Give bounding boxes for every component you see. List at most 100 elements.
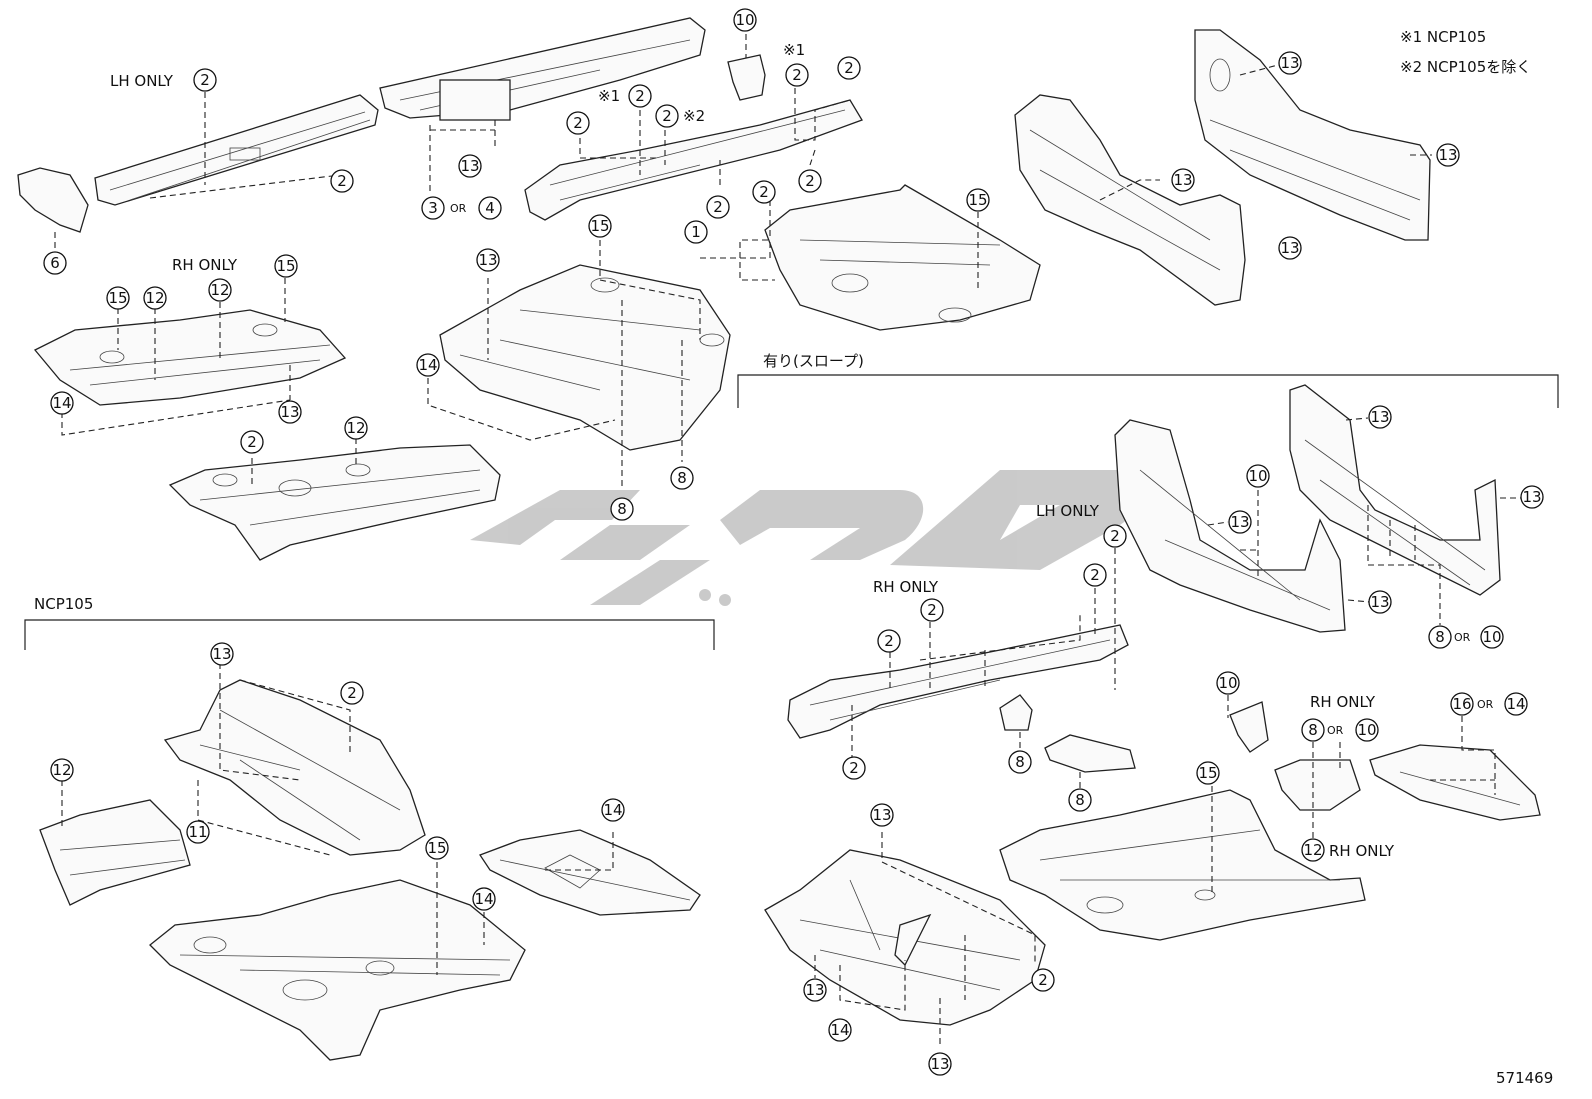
svg-text:6: 6 <box>50 254 60 272</box>
dash-panel-lower <box>1014 94 1246 306</box>
svg-text:14: 14 <box>52 394 71 412</box>
front-side-member <box>379 17 706 121</box>
bracket-10-top <box>727 54 766 101</box>
slope-center-floor <box>764 849 1046 1026</box>
svg-text:13: 13 <box>1280 239 1299 257</box>
svg-text:2: 2 <box>759 183 769 201</box>
svg-text:10: 10 <box>1248 467 1267 485</box>
rh-only-label-mid: RH ONLY <box>873 578 939 596</box>
mark-1a: ※1 <box>783 41 805 59</box>
svg-text:2: 2 <box>337 172 347 190</box>
svg-text:14: 14 <box>830 1021 849 1039</box>
bracket-6 <box>17 167 89 233</box>
svg-text:11: 11 <box>188 823 207 841</box>
svg-text:12: 12 <box>1303 841 1322 859</box>
svg-text:2: 2 <box>347 684 357 702</box>
svg-text:12: 12 <box>346 419 365 437</box>
svg-text:8: 8 <box>617 500 627 518</box>
rear-floor-pan <box>764 184 1041 331</box>
svg-text:10: 10 <box>735 11 754 29</box>
svg-text:16: 16 <box>1452 695 1471 713</box>
mark-2: ※2 <box>683 107 705 125</box>
svg-text:14: 14 <box>603 801 622 819</box>
svg-text:14: 14 <box>418 356 437 374</box>
svg-text:15: 15 <box>1198 764 1217 782</box>
ncp105-bracket <box>24 619 715 650</box>
svg-text:13: 13 <box>478 251 497 269</box>
center-floor-rh <box>33 309 347 406</box>
slope-dash-panel-a <box>1114 419 1346 633</box>
dash-panel-upper <box>1194 29 1431 241</box>
svg-text:10: 10 <box>1357 721 1376 739</box>
svg-text:13: 13 <box>1438 146 1457 164</box>
svg-text:13: 13 <box>1370 593 1389 611</box>
svg-text:2: 2 <box>849 759 859 777</box>
svg-text:13: 13 <box>1173 171 1192 189</box>
svg-text:15: 15 <box>108 289 127 307</box>
svg-text:12: 12 <box>210 281 229 299</box>
svg-text:13: 13 <box>1230 513 1249 531</box>
svg-text:13: 13 <box>280 403 299 421</box>
watermark-logo <box>470 470 1143 606</box>
svg-text:2: 2 <box>1038 971 1048 989</box>
rh-bracket-12 <box>1274 759 1361 811</box>
extension-panel-16-or-14 <box>1369 744 1541 821</box>
or-label-2: OR <box>1454 631 1471 644</box>
svg-text:3: 3 <box>428 199 438 217</box>
svg-text:8: 8 <box>1308 721 1318 739</box>
svg-text:15: 15 <box>276 257 295 275</box>
svg-text:2: 2 <box>1110 527 1120 545</box>
svg-text:13: 13 <box>212 645 231 663</box>
svg-text:12: 12 <box>52 761 71 779</box>
svg-text:1: 1 <box>691 223 701 241</box>
svg-text:2: 2 <box>200 71 210 89</box>
slope-cross-member <box>787 624 1129 739</box>
svg-text:2: 2 <box>247 433 257 451</box>
svg-text:14: 14 <box>474 890 493 908</box>
ncp-cross-member-12 <box>39 799 191 906</box>
svg-text:2: 2 <box>792 66 802 84</box>
svg-text:15: 15 <box>590 217 609 235</box>
svg-text:8: 8 <box>1015 753 1025 771</box>
svg-text:2: 2 <box>635 87 645 105</box>
lh-side-member <box>94 94 379 206</box>
svg-text:15: 15 <box>968 191 987 209</box>
ncp-center-floor <box>149 879 526 1061</box>
mark-1b: ※1 <box>598 87 620 105</box>
svg-text:8: 8 <box>1435 628 1445 646</box>
svg-text:4: 4 <box>485 199 495 217</box>
or-label-3: OR <box>1327 724 1344 737</box>
front-floor-cross-member <box>524 99 863 221</box>
rh-only-label-right: RH ONLY <box>1310 693 1376 711</box>
svg-text:2: 2 <box>713 198 723 216</box>
svg-text:13: 13 <box>1280 54 1299 72</box>
svg-text:2: 2 <box>927 601 937 619</box>
svg-text:8: 8 <box>677 469 687 487</box>
slope-dash-panel-b <box>1289 384 1501 596</box>
svg-text:8: 8 <box>1075 791 1085 809</box>
or-label-4: OR <box>1477 698 1494 711</box>
svg-text:2: 2 <box>884 632 894 650</box>
rh-only-label-bottom: RH ONLY <box>1329 842 1395 860</box>
center-floor-pan <box>439 264 731 451</box>
slope-label: 有り(スロープ) <box>763 352 864 370</box>
svg-text:10: 10 <box>1482 628 1501 646</box>
ncp-rear-floor <box>479 829 701 916</box>
small-bracket-8b <box>1044 734 1136 773</box>
front-floor-pan <box>168 444 501 561</box>
small-bracket-10 <box>1229 701 1269 753</box>
svg-text:13: 13 <box>1522 488 1541 506</box>
or-label-1: OR <box>450 202 467 215</box>
callouts: 2 2 6 10 13 3 4 2 2 2 2 2 2 2 2 1 15 13 … <box>43 8 1544 1076</box>
svg-text:2: 2 <box>1090 566 1100 584</box>
svg-text:10: 10 <box>1218 674 1237 692</box>
note-1: ※1 NCP105 <box>1400 28 1486 46</box>
lh-only-label: LH ONLY <box>110 72 174 90</box>
slope-rear-floor <box>999 789 1366 941</box>
diagram-id: 571469 <box>1496 1069 1553 1087</box>
svg-text:2: 2 <box>844 59 854 77</box>
svg-text:13: 13 <box>805 981 824 999</box>
svg-text:15: 15 <box>427 839 446 857</box>
svg-text:13: 13 <box>872 806 891 824</box>
